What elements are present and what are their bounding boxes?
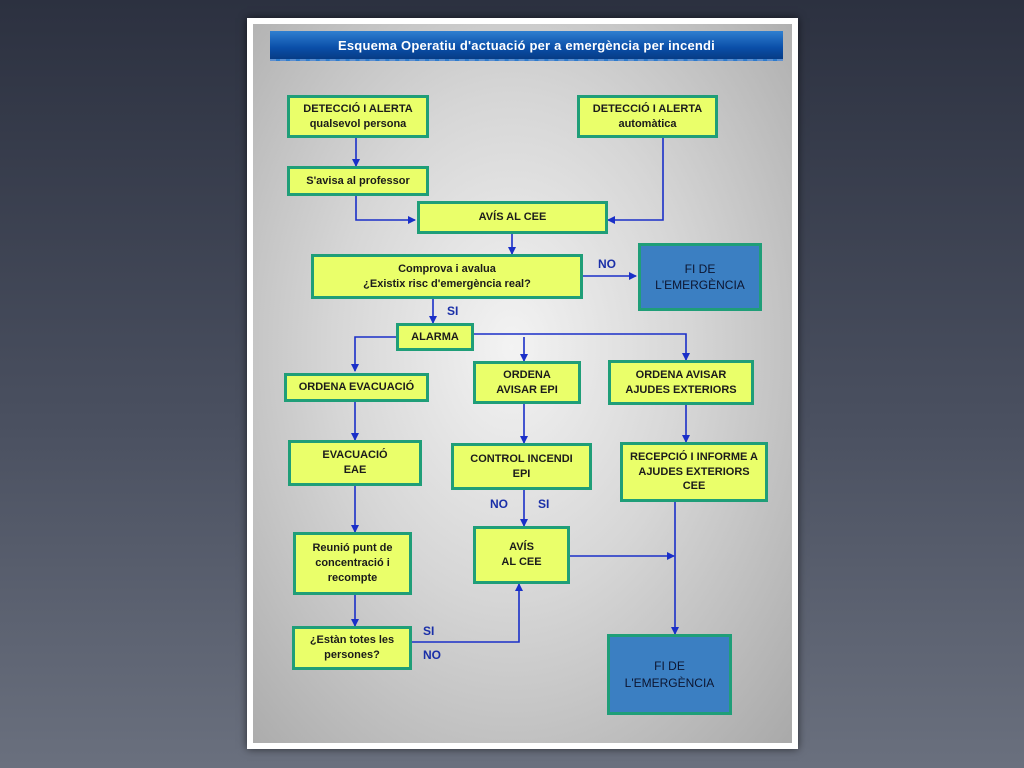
fire-control-box: CONTROL INCENDI EPI bbox=[451, 443, 592, 490]
no-control-label: NO bbox=[490, 497, 508, 511]
end-emergency-bottom-box: FI DE L'EMERGÈNCIA bbox=[607, 634, 732, 715]
all-persons-check-box: ¿Estàn totes les persones? bbox=[292, 626, 412, 670]
no-risk-label: NO bbox=[598, 257, 616, 271]
meeting-point-box: Reunió punt de concentració i recompte bbox=[293, 532, 412, 595]
alarm-box: ALARMA bbox=[396, 323, 474, 351]
notify-cee-box: AVÍS AL CEE bbox=[417, 201, 608, 234]
yes-control-label: SI bbox=[538, 497, 550, 511]
order-epi-box: ORDENA AVISAR EPI bbox=[473, 361, 581, 404]
order-external-help-box: ORDENA AVISAR AJUDES EXTERIORS bbox=[608, 360, 754, 405]
yes-persons-label: SI bbox=[423, 624, 435, 638]
evacuation-eae-box: EVACUACIÓ EAE bbox=[288, 440, 422, 486]
no-persons-label: NO bbox=[423, 648, 441, 662]
reception-report-box: RECEPCIÓ I INFORME A AJUDES EXTERIORS CE… bbox=[620, 442, 768, 502]
order-evacuation-box: ORDENA EVACUACIÓ bbox=[284, 373, 429, 402]
notify-cee-mid-box: AVÍS AL CEE bbox=[473, 526, 570, 584]
detection-person-box: DETECCIÓ I ALERTA qualsevol persona bbox=[287, 95, 429, 138]
yes-risk-label: SI bbox=[447, 304, 459, 318]
detection-automatic-box: DETECCIÓ I ALERTA automàtica bbox=[577, 95, 718, 138]
check-evaluate-box: Comprova i avalua ¿Existix risc d'emergè… bbox=[311, 254, 583, 299]
diagram-title: Esquema Operatiu d'actuació per a emergè… bbox=[270, 31, 783, 61]
end-emergency-top-box: FI DE L'EMERGÈNCIA bbox=[638, 243, 762, 311]
notify-teacher-box: S'avisa al professor bbox=[287, 166, 429, 196]
